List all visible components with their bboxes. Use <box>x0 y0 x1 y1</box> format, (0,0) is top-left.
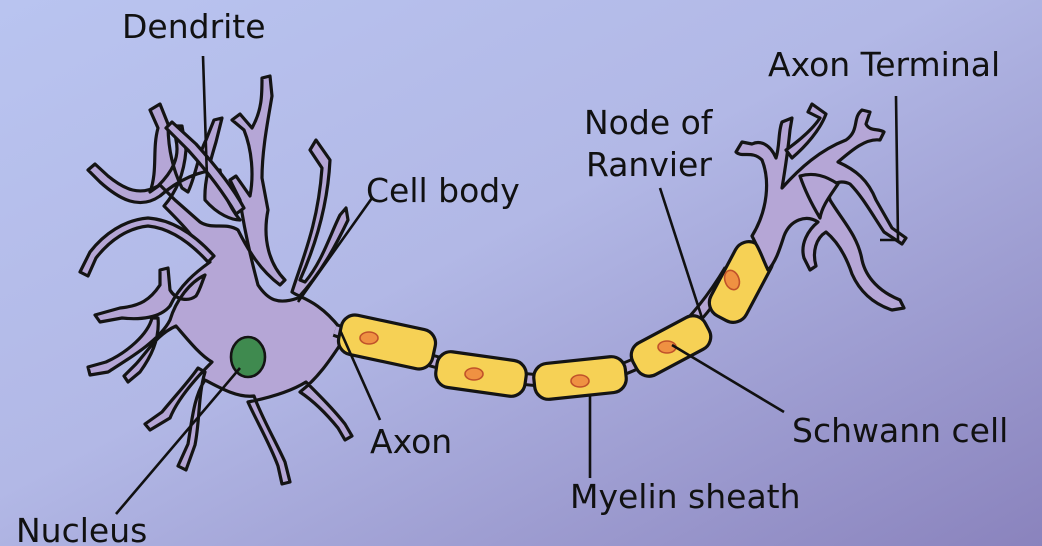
label-nucleus: Nucleus <box>16 511 147 546</box>
label-axon-terminal: Axon Terminal <box>768 45 1000 84</box>
label-axon: Axon <box>370 422 452 461</box>
label-cell-body: Cell body <box>366 171 520 210</box>
label-schwann-cell: Schwann cell <box>792 411 1008 450</box>
label-myelin-sheath: Myelin sheath <box>570 477 801 516</box>
label-dendrite: Dendrite <box>122 7 266 46</box>
label-node-of-ranvier-line2: Ranvier <box>586 145 712 184</box>
schwann-cell-3 <box>532 355 627 400</box>
label-node-of-ranvier-line1: Node of <box>584 103 714 142</box>
